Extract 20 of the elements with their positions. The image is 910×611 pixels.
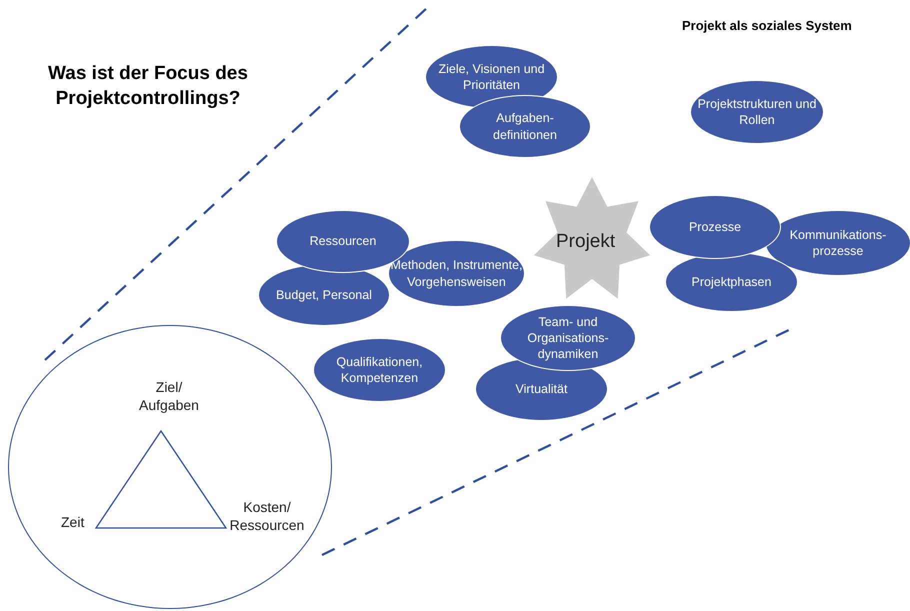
node-label: Projekt [556, 231, 616, 253]
node-label: Projektstrukturen und Rollen [696, 96, 818, 128]
triangle-shape [95, 430, 227, 530]
node-label: Virtualität [516, 380, 568, 398]
node-label: Ressourcen [310, 233, 376, 250]
node-label: Methoden, Instrumente, Vorgehensweisen [389, 257, 524, 290]
node-label: Ziele, Visionen und Prioritäten [437, 60, 546, 94]
node-label: Prozesse [688, 218, 742, 236]
node-label: Budget, Personal [276, 286, 372, 304]
corner-label: Kosten/ Ressourcen [228, 498, 306, 534]
node-label: Qualifikationen, Kompetenzen [335, 354, 424, 386]
heading-label: Projekt als soziales System [682, 18, 852, 33]
node-label: Aufgaben- definitionen [492, 110, 558, 143]
title: Was ist der Focus des Projektcontrollings? [47, 62, 249, 111]
node-label: Team- und Organisations- dynamiken [526, 314, 610, 362]
node-label: Kommunikations- prozesse [788, 226, 888, 260]
focus-ellipse [8, 325, 332, 609]
node-label: Projektphasen [692, 274, 772, 290]
corner-label: Zeit [61, 513, 84, 532]
corner-label: Ziel/ Aufgaben [138, 378, 200, 414]
